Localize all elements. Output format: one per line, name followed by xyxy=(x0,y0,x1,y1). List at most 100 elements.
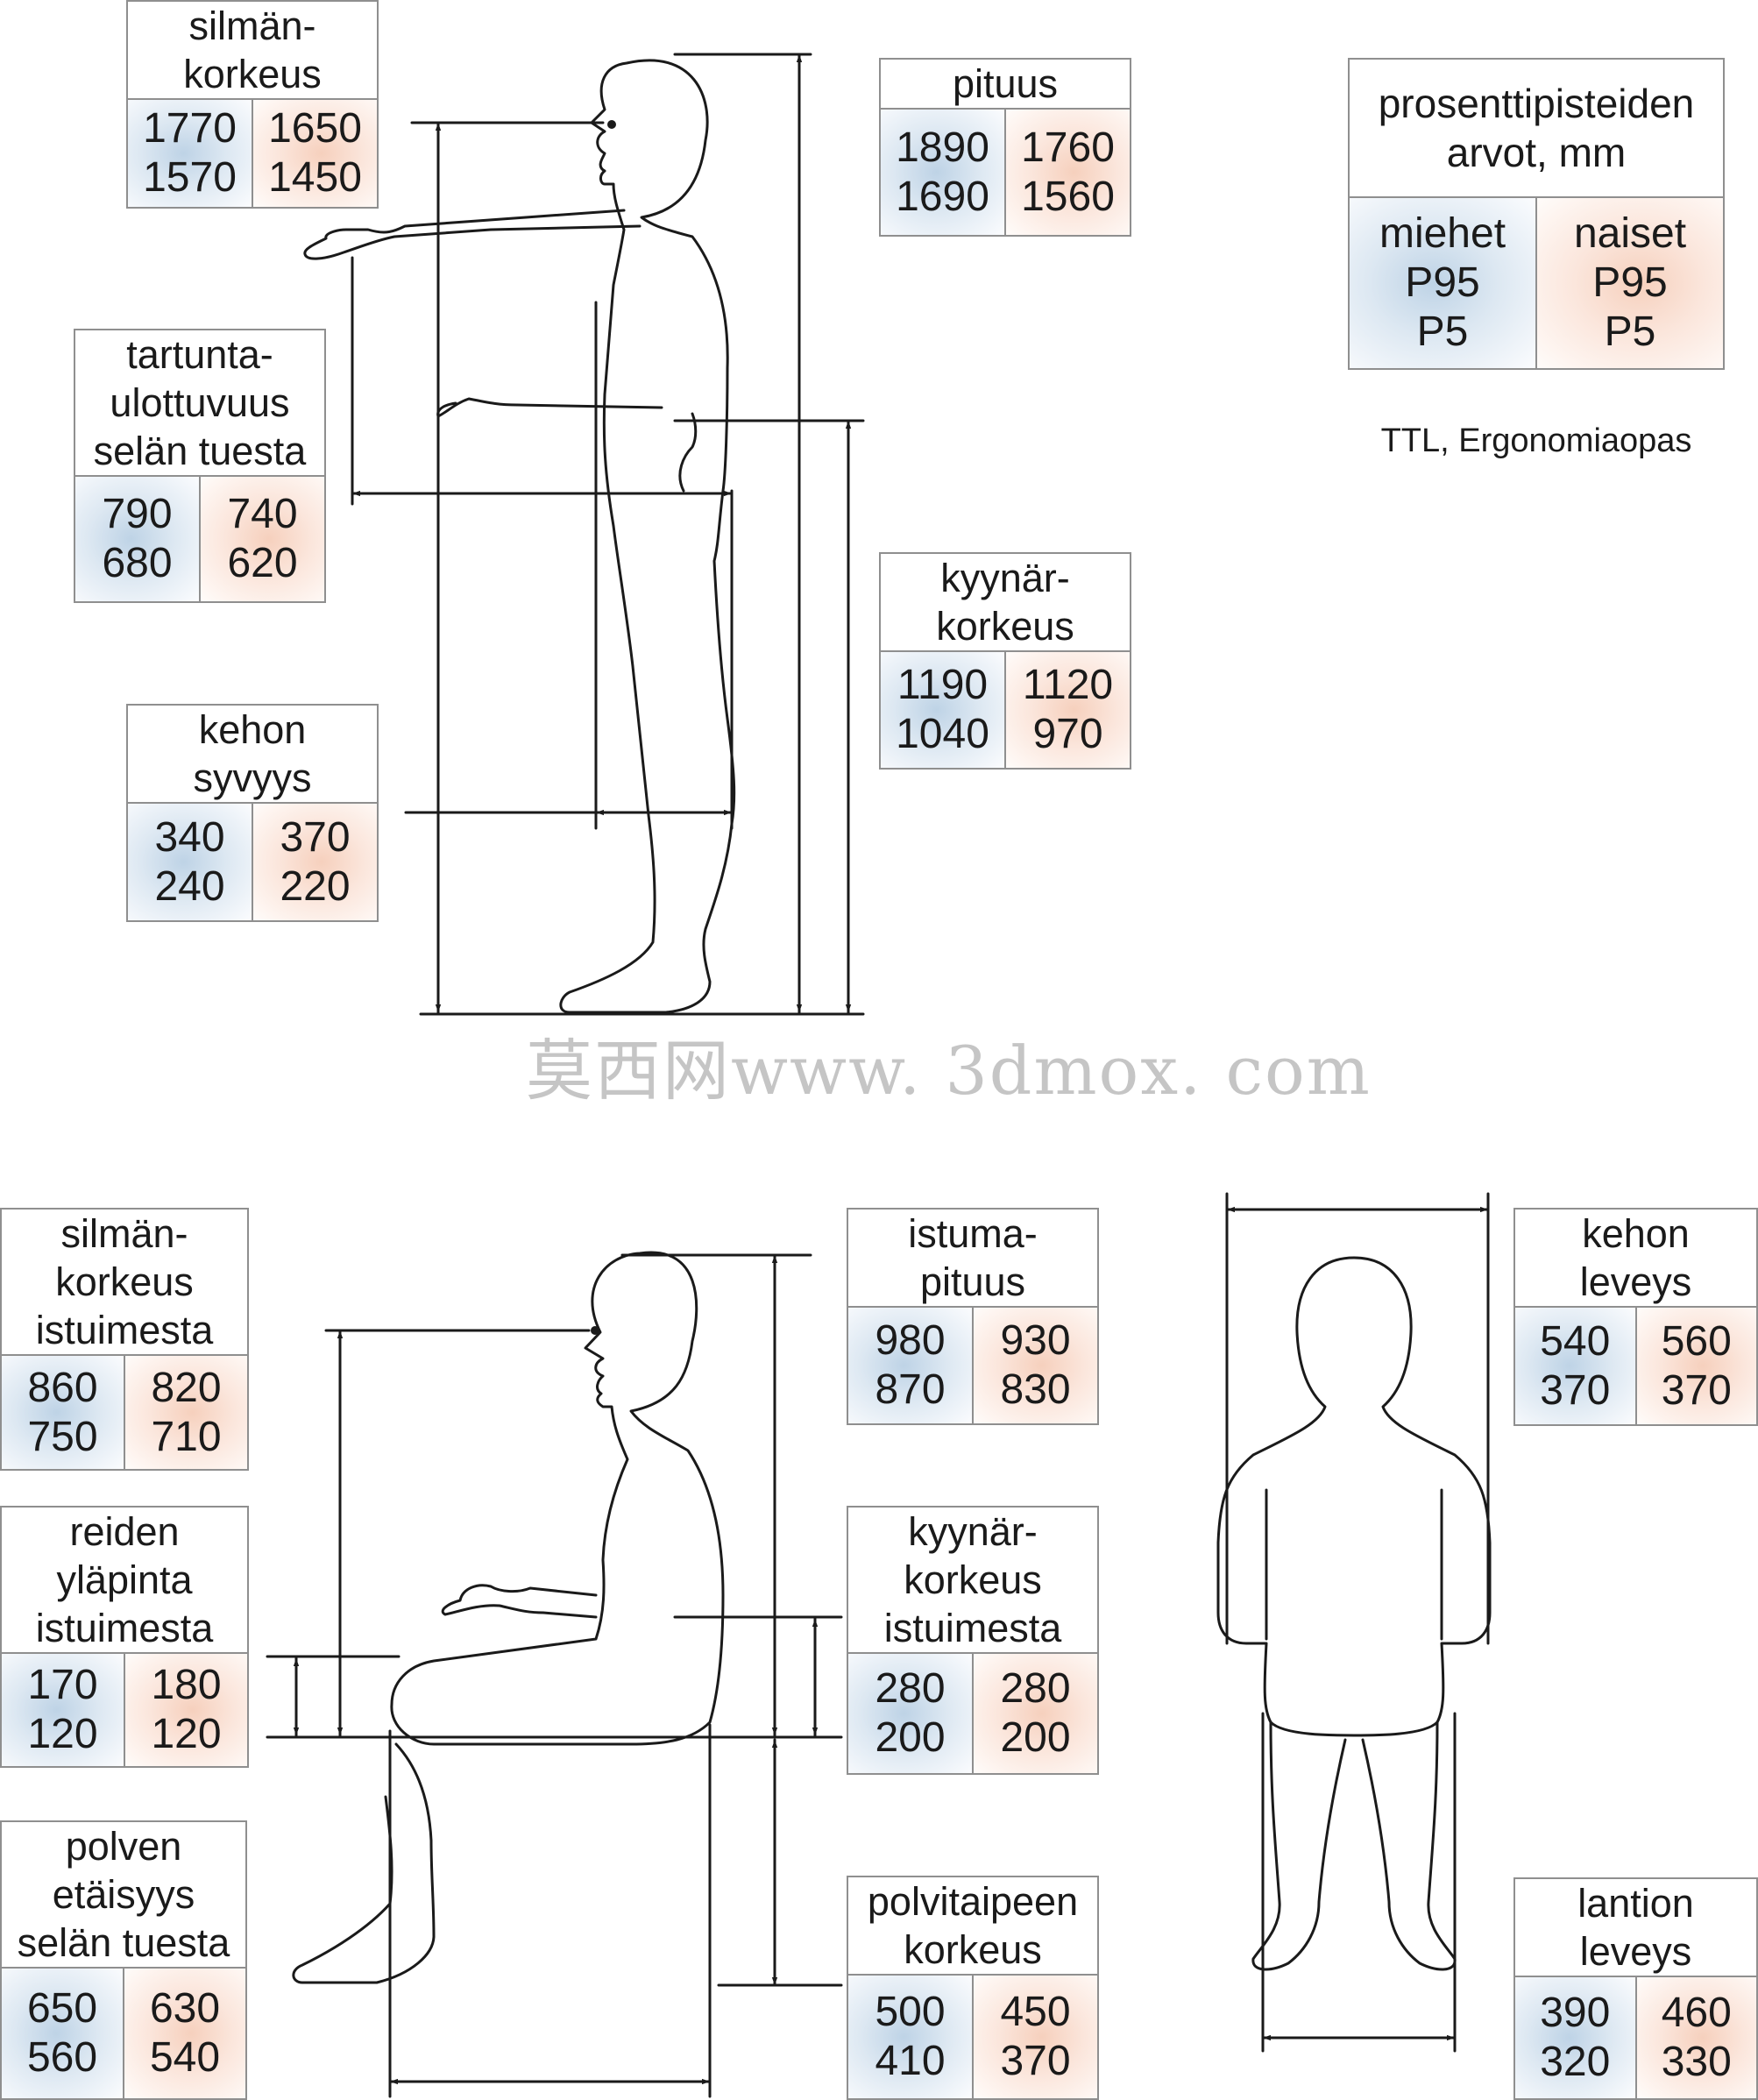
measure-title-line: yläpinta xyxy=(56,1557,193,1602)
measure-title-line: silmän- xyxy=(60,1211,188,1256)
measure-title: istuma-pituus xyxy=(848,1210,1097,1306)
measure-title-line: korkeus xyxy=(183,52,322,96)
women-p5-value: 710 xyxy=(151,1413,222,1460)
legend-men: miehet P95 P5 xyxy=(1350,198,1537,368)
men-p95-value: 500 xyxy=(875,1989,946,2035)
legend-women: naiset P95 P5 xyxy=(1537,198,1723,368)
measure-title-line: korkeus xyxy=(936,604,1074,649)
measure-title-line: selän tuesta xyxy=(93,429,307,473)
seated-dimension-lines xyxy=(266,1253,843,2098)
percentile-legend: prosenttipisteiden arvot, mm miehet P95 … xyxy=(1348,58,1725,370)
measure-title-line: etäisyys xyxy=(52,1872,195,1917)
men-p95-value: 280 xyxy=(875,1665,946,1712)
women-p95-value: 1760 xyxy=(1021,124,1115,171)
men-p5-value: 870 xyxy=(875,1366,946,1413)
measure-title-line: kehon xyxy=(198,707,307,752)
women-p5-value: 1560 xyxy=(1021,173,1115,220)
men-p95-value: 1890 xyxy=(896,124,989,171)
legend-women-p95: P95 xyxy=(1592,259,1668,306)
measure-title-line: leveys xyxy=(1579,1259,1692,1304)
measure-title: silmän-korkeus xyxy=(128,2,377,98)
women-p95-value: 280 xyxy=(1000,1665,1071,1712)
women-p95-value: 370 xyxy=(280,813,351,861)
legend-women-p5: P5 xyxy=(1604,309,1656,355)
measure-title-line: pituus xyxy=(952,61,1059,106)
measure-title-line: kyynär- xyxy=(940,556,1070,600)
men-p5-value: 240 xyxy=(154,862,225,910)
measure-title-line: syvyys xyxy=(193,756,312,800)
seated-person-figure xyxy=(292,1251,725,1984)
women-p5-value: 220 xyxy=(280,862,351,910)
legend-title-line: arvot, mm xyxy=(1446,130,1627,175)
measure-title-line: kyynär- xyxy=(908,1509,1038,1554)
men-p95-value: 540 xyxy=(1540,1317,1611,1365)
measure-title-line: polven xyxy=(65,1824,182,1869)
men-p95-value: 860 xyxy=(27,1364,98,1411)
standing-dimension-lines xyxy=(351,53,865,1016)
measure-title-line: korkeus xyxy=(55,1259,194,1304)
measure-title-line: silmän- xyxy=(188,4,316,48)
women-p5-value: 830 xyxy=(1000,1366,1071,1413)
measure-title-line: tartunta- xyxy=(126,332,273,377)
measure-title-line: reiden xyxy=(69,1509,180,1554)
men-p5-value: 370 xyxy=(1540,1366,1611,1414)
women-p95-value: 460 xyxy=(1661,1990,1732,2036)
women-p95-value: 180 xyxy=(151,1662,222,1708)
men-p5-value: 120 xyxy=(27,1711,98,1757)
women-p95-value: 1650 xyxy=(268,105,362,152)
men-p5-value: 680 xyxy=(102,540,173,586)
women-p5-value: 120 xyxy=(151,1711,222,1757)
men-p95-value: 1190 xyxy=(897,662,989,708)
measure-title: kyynär-korkeus xyxy=(881,554,1130,650)
legend-men-p95: P95 xyxy=(1405,259,1480,306)
measure-title: pituus xyxy=(881,60,1130,108)
measure-title-line: polvitaipeen xyxy=(867,1879,1079,1924)
women-p95-value: 1120 xyxy=(1022,662,1114,708)
women-p5-value: 330 xyxy=(1661,2039,1732,2085)
men-p95-value: 980 xyxy=(875,1317,946,1364)
men-p95-value: 1770 xyxy=(143,105,237,152)
men-p5-value: 1040 xyxy=(896,711,989,757)
measure-title-line: istuimesta xyxy=(35,1308,214,1352)
